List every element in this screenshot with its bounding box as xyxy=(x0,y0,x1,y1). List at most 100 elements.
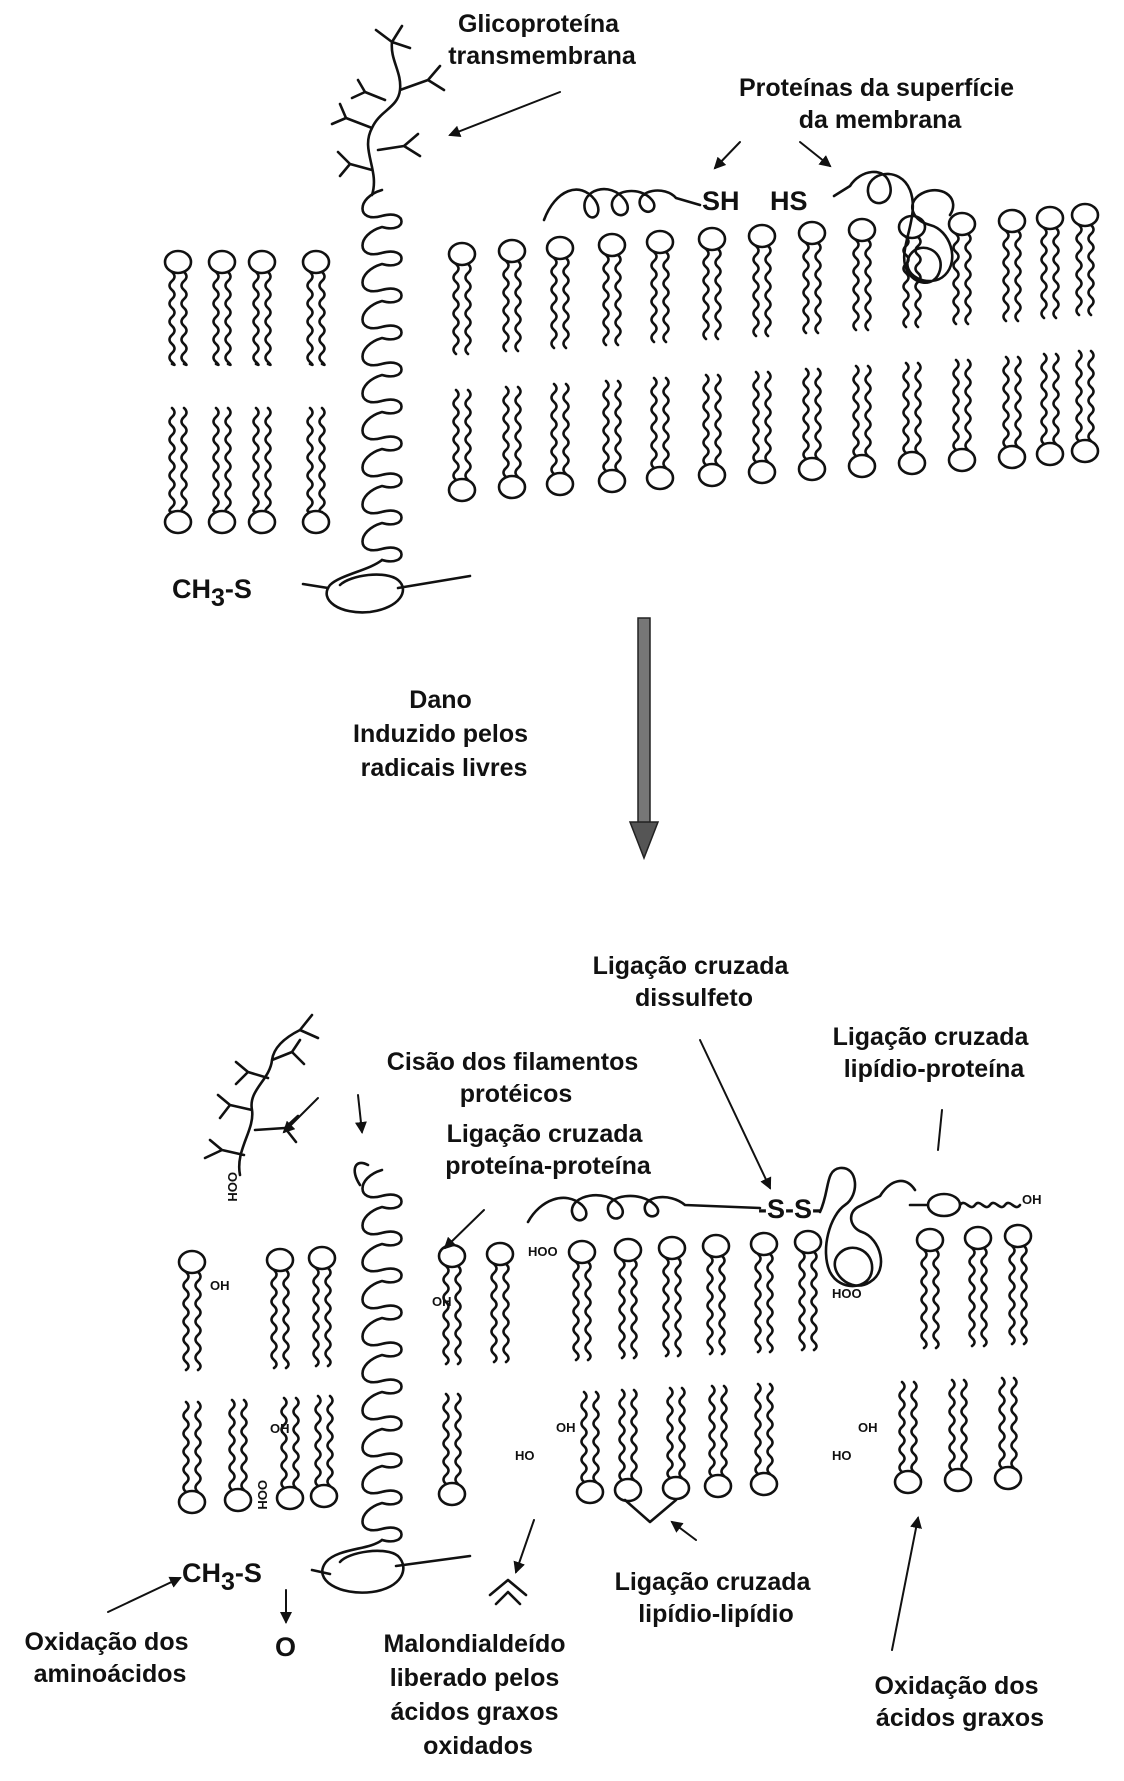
fatty-ox-label: Oxidação dos ácidos graxos xyxy=(875,1672,1046,1732)
middle-panel: Dano Induzido pelos radicais livres xyxy=(353,618,658,858)
lipid-tail xyxy=(552,258,557,348)
lipid-tail xyxy=(800,1252,805,1350)
ss-label: -S-S- xyxy=(758,1194,821,1224)
lipid-tail xyxy=(900,1382,905,1472)
lipid-head xyxy=(165,511,191,533)
tag-ho-2: HO xyxy=(832,1448,852,1463)
lipid-lipid-label: Ligação cruzada lipídio-lipídio xyxy=(615,1568,818,1628)
lipid-head xyxy=(647,467,673,489)
lipid-head xyxy=(1072,204,1098,226)
lipid-tail xyxy=(308,272,313,365)
crosslinked-lipid-head xyxy=(928,1194,960,1216)
lipid-head xyxy=(699,464,725,486)
lipid-tail xyxy=(226,272,231,365)
lipid-tail xyxy=(768,1254,773,1352)
lipid-tail xyxy=(184,1272,189,1370)
tag-oh-1: OH xyxy=(210,1278,230,1293)
bottom-surface-protein-left xyxy=(528,1195,760,1222)
top-ch3-label: CH3-S xyxy=(172,574,252,612)
lipid-head xyxy=(999,210,1025,232)
lipid-tail xyxy=(620,1260,625,1358)
lipid-tail xyxy=(1077,225,1082,315)
lipid-tail xyxy=(254,408,259,512)
lipid-head xyxy=(799,222,825,244)
lipid-head xyxy=(249,511,275,533)
lipid-head xyxy=(179,1491,205,1513)
bottom-helix-tail xyxy=(322,1540,470,1593)
lipid-head xyxy=(547,237,573,259)
lipid-head xyxy=(449,479,475,501)
lipid-head xyxy=(849,219,875,241)
malondialdehyde-label: Malondialdeído liberado pelos ácidos gra… xyxy=(384,1630,573,1760)
lipid-tail xyxy=(664,1258,669,1356)
lipid-tail xyxy=(170,272,175,365)
top-sh-arrow xyxy=(715,142,740,168)
lipid-tail xyxy=(326,1268,331,1366)
amino-ox-label: Oxidação dos aminoácidos xyxy=(25,1628,196,1688)
lipid-tail xyxy=(616,255,621,345)
lipid-tail xyxy=(816,243,821,333)
lipid-head xyxy=(577,1481,603,1503)
malondialdehyde-symbol xyxy=(490,1580,526,1604)
lipid-tail xyxy=(904,363,909,453)
surface-proteins-label: Proteínas da superfície da membrana xyxy=(739,74,1021,134)
lipid-tail xyxy=(934,1250,939,1348)
lipid-tail xyxy=(966,234,971,324)
hs-label: HS xyxy=(770,186,808,216)
lipid-tail xyxy=(962,1380,967,1470)
scission-arrow-2 xyxy=(358,1095,362,1132)
lipid-tail xyxy=(1004,357,1009,447)
top-helix-tail xyxy=(327,560,470,612)
bottom-ch3-bond xyxy=(312,1570,330,1574)
top-panel: Glicoproteína transmembrana Proteínas da… xyxy=(165,10,1098,612)
lipid-head xyxy=(659,1237,685,1259)
lipid-tail xyxy=(594,1392,599,1482)
lipid-tail xyxy=(1010,1246,1015,1344)
lipid-tail xyxy=(854,240,859,330)
top-hs-arrow xyxy=(800,142,830,166)
top-surface-protein-left xyxy=(544,189,700,220)
sulfoxide-o: O xyxy=(275,1632,296,1662)
lipid-head xyxy=(1072,440,1098,462)
lipid-tail xyxy=(226,408,231,512)
lipid-head xyxy=(179,1251,205,1273)
lipid-tail xyxy=(456,1394,461,1484)
lipid-tail xyxy=(950,1380,955,1470)
lipid-head xyxy=(965,1227,991,1249)
lipid-tail xyxy=(196,1272,201,1370)
sh-label: SH xyxy=(702,186,740,216)
scission-arrow-1 xyxy=(284,1098,318,1132)
lipid-tail xyxy=(710,1386,715,1476)
lipid-tail xyxy=(214,408,219,512)
lipid-tail xyxy=(922,1250,927,1348)
lipid-tail xyxy=(620,1390,625,1480)
lipid-tail xyxy=(1022,1246,1027,1344)
lipid-tail xyxy=(720,1256,725,1354)
lipid-head xyxy=(1037,207,1063,229)
lipid-tail xyxy=(604,255,609,345)
lipid-tail xyxy=(604,381,609,471)
lipid-tail xyxy=(632,1390,637,1480)
lipid-tail xyxy=(214,272,219,365)
lipid-tail xyxy=(1054,228,1059,318)
lipid-tail xyxy=(866,366,871,456)
lipid-tail xyxy=(196,1402,201,1492)
lipid-head xyxy=(209,251,235,273)
lipid-head xyxy=(249,251,275,273)
lipid-head xyxy=(949,213,975,235)
lipid-tail xyxy=(516,261,521,351)
lipid-tail xyxy=(320,408,325,512)
lipid-tail xyxy=(816,369,821,459)
lipid-tail xyxy=(866,240,871,330)
lipid-head xyxy=(949,449,975,471)
lipid-head xyxy=(599,470,625,492)
lipid-head xyxy=(209,511,235,533)
lipid-head xyxy=(917,1229,943,1251)
top-glycoprotein-arrow xyxy=(450,92,560,135)
lipid-head xyxy=(999,446,1025,468)
lipid-tail xyxy=(454,264,459,354)
lipid-tail xyxy=(954,360,959,450)
lipid-tail xyxy=(242,1400,247,1490)
bottom-ch3-label: CH3-S xyxy=(182,1558,262,1596)
lipid-head xyxy=(749,461,775,483)
